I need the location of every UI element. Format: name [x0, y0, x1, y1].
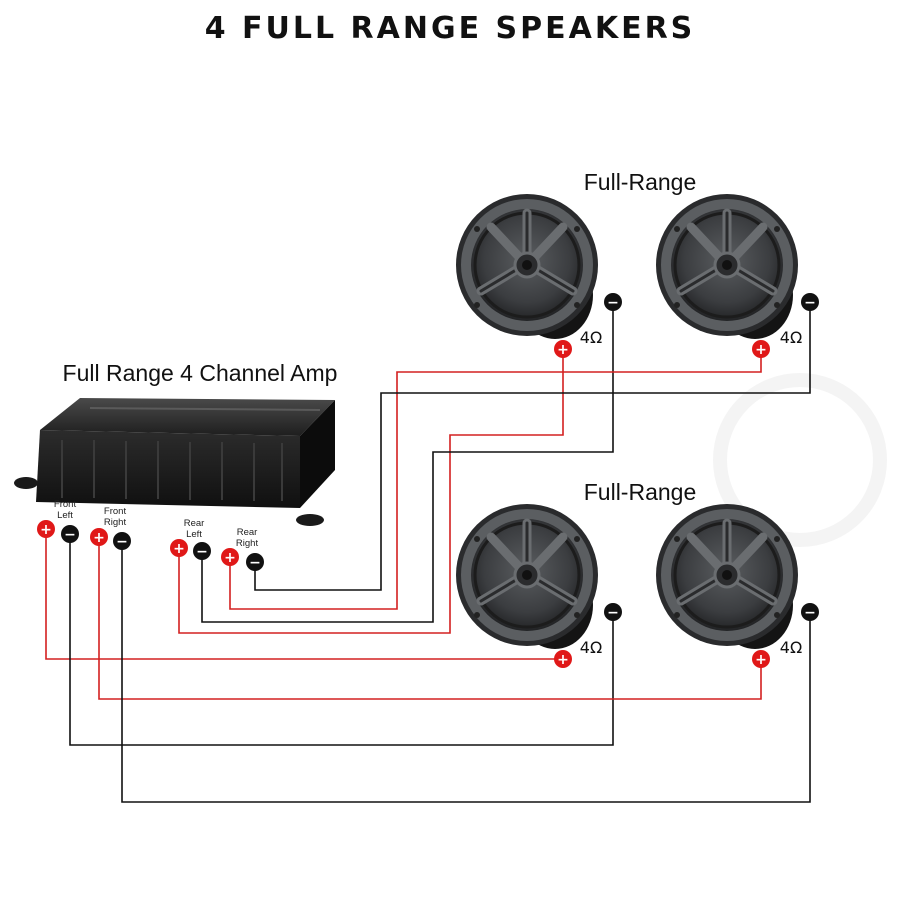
channel-front-right-line2: Right: [104, 517, 127, 528]
wire-rear-right-negative: [254, 302, 811, 591]
svg-text:+: +: [755, 652, 767, 668]
terminal-front-left-negative: −: [61, 525, 79, 543]
speaker-top-left: [456, 194, 598, 339]
svg-text:+: +: [224, 550, 236, 566]
wires: [45, 302, 811, 803]
amplifier: [14, 398, 335, 526]
svg-text:+: +: [173, 541, 185, 557]
amp-label: Full Range 4 Channel Amp: [63, 360, 338, 386]
channel-front-right-line1: Front: [104, 506, 127, 517]
svg-text:−: −: [116, 534, 128, 550]
svg-text:+: +: [557, 342, 569, 358]
channel-rear-right-line1: Rear: [237, 527, 258, 538]
terminal-rear-left-positive: +: [170, 539, 188, 557]
speaker-group-label-bottom: Full-Range: [584, 479, 697, 505]
wire-front-right-positive: [98, 537, 762, 700]
impedance-top-left: 4Ω: [580, 328, 602, 347]
channel-rear-right-line2: Right: [236, 538, 259, 549]
terminal-rear-right-positive: +: [221, 548, 239, 566]
svg-text:+: +: [755, 342, 767, 358]
wire-front-left-positive: [45, 529, 563, 660]
terminal-speaker-bottom-right-negative: −: [801, 603, 819, 621]
svg-text:+: +: [40, 522, 52, 538]
wire-front-left-negative: [69, 534, 614, 746]
speaker-top-right: [656, 194, 798, 339]
svg-text:−: −: [607, 295, 619, 311]
svg-text:−: −: [64, 527, 76, 543]
wire-rear-left-positive: [178, 349, 564, 634]
wire-rear-right-positive: [229, 349, 762, 610]
impedance-bottom-right: 4Ω: [780, 638, 802, 657]
svg-text:−: −: [804, 605, 816, 621]
terminal-speaker-top-left-positive: +: [554, 340, 572, 358]
channel-front-left-line2: Left: [57, 510, 73, 521]
channel-labels: Front Left Front Right Rear Left Rear Ri…: [54, 499, 259, 549]
terminal-front-right-positive: +: [90, 528, 108, 546]
channel-front-left-line1: Front: [54, 499, 77, 510]
speaker-bottom-right: [656, 504, 798, 649]
impedance-top-right: 4Ω: [780, 328, 802, 347]
terminal-speaker-top-right-positive: +: [752, 340, 770, 358]
speaker-bottom-left: [456, 504, 598, 649]
watermark: [713, 373, 887, 547]
svg-text:+: +: [557, 652, 569, 668]
terminal-speaker-top-left-negative: −: [604, 293, 622, 311]
wire-rear-left-negative: [201, 302, 614, 623]
svg-text:−: −: [804, 295, 816, 311]
svg-text:−: −: [249, 555, 261, 571]
terminal-speaker-bottom-right-positive: +: [752, 650, 770, 668]
channel-rear-left-line2: Left: [186, 529, 202, 540]
impedance-bottom-left: 4Ω: [580, 638, 602, 657]
svg-text:−: −: [607, 605, 619, 621]
terminal-speaker-bottom-left-positive: +: [554, 650, 572, 668]
terminal-rear-left-negative: −: [193, 542, 211, 560]
terminal-speaker-bottom-left-negative: −: [604, 603, 622, 621]
channel-rear-left-line1: Rear: [184, 518, 205, 529]
terminal-front-right-negative: −: [113, 532, 131, 550]
wire-front-right-negative: [121, 541, 811, 803]
svg-text:+: +: [93, 530, 105, 546]
terminal-front-left-positive: +: [37, 520, 55, 538]
svg-text:−: −: [196, 544, 208, 560]
page-title: 4 FULL RANGE SPEAKERS: [205, 11, 696, 46]
terminal-rear-right-negative: −: [246, 553, 264, 571]
speaker-group-label-top: Full-Range: [584, 169, 697, 195]
terminals: + − + − + − + − + − + − + − + −: [37, 293, 819, 668]
terminal-speaker-top-right-negative: −: [801, 293, 819, 311]
